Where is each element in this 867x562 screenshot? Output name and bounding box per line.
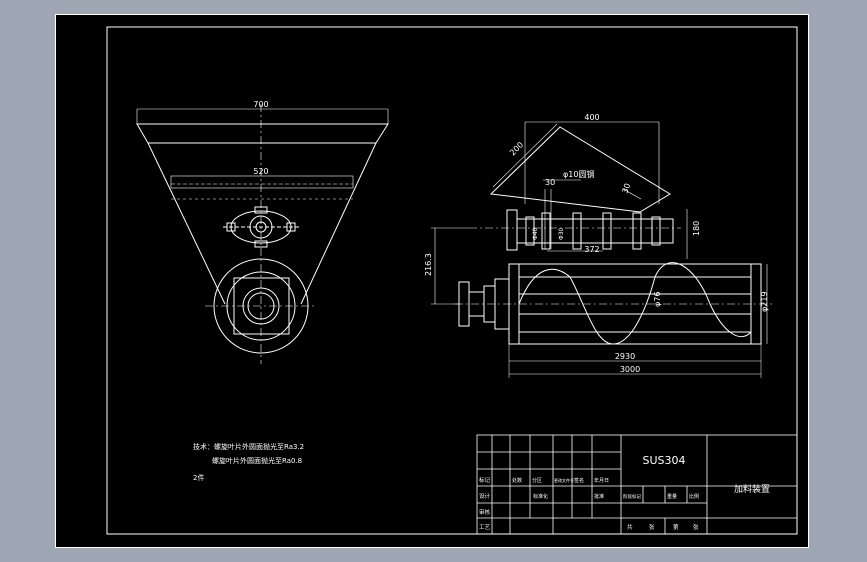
tb-small-1: 标准化 (533, 493, 548, 500)
dim-700: 700 (253, 100, 268, 109)
tb-small-5: 比例 (689, 493, 699, 500)
dim-400: 400 (584, 113, 599, 122)
tb-mid-5: 年月日 (594, 477, 609, 484)
material-label: SUS304 (642, 454, 685, 467)
dim-shaft-spec: φ10圆钢 (563, 169, 594, 179)
tb-bottom-4: 张 (693, 523, 699, 531)
tb-label-review: 审核 (479, 508, 491, 516)
dim-200: 200 (508, 140, 525, 157)
dim-phi76: φ76 (653, 292, 662, 307)
note-line-2: 螺旋叶片外圆面抛光至Ra0.8 (212, 456, 302, 465)
dim-3000: 3000 (620, 365, 640, 374)
dim-phi219: φ219 (760, 291, 769, 312)
tb-mid-2: 分区 (532, 477, 542, 484)
note-line-3: 2件 (193, 473, 204, 482)
tb-small-3: 阶段标记 (623, 493, 641, 500)
tb-label-mark: 标记 (479, 476, 491, 484)
cad-drawing: 700 520 400 200 φ10圆钢 30 30 Φ40 Φ30 372 … (55, 14, 809, 548)
drawing-sheet: 700 520 400 200 φ10圆钢 30 30 Φ40 Φ30 372 … (55, 14, 809, 548)
dim-phi40: Φ40 (532, 227, 539, 240)
dim-phi30: Φ30 (558, 227, 565, 240)
dim-180: 180 (692, 221, 701, 236)
feeder-side-view (431, 121, 775, 378)
dim-2930: 2930 (615, 352, 635, 361)
tb-mid-4: 签名 (574, 477, 584, 484)
title-block (476, 434, 798, 535)
tb-mid-1: 处数 (512, 477, 522, 484)
hopper-front-view (136, 104, 389, 364)
tb-bottom-1: 共 (627, 523, 633, 531)
tb-label-process: 工艺 (479, 524, 491, 531)
tb-mid-3: 更改文件号 (554, 477, 574, 483)
dim-372: 372 (584, 245, 599, 254)
tb-bottom-2: 张 (649, 523, 655, 531)
dim-30b: 30 (620, 182, 632, 195)
dim-30: 30 (545, 178, 555, 187)
tb-label-design: 设计 (479, 492, 491, 500)
note-line-1: 技术：螺旋叶片外圆面抛光至Ra3.2 (193, 442, 304, 451)
tb-small-4: 重量 (667, 493, 677, 500)
tb-bottom-3: 第 (673, 523, 679, 531)
outer-frame (55, 14, 809, 548)
dim-216: 216.3 (424, 253, 433, 276)
dim-520: 520 (253, 167, 268, 176)
tb-small-2: 批准 (594, 493, 604, 500)
inner-frame (106, 26, 798, 535)
part-name: 加料装置 (734, 483, 770, 495)
